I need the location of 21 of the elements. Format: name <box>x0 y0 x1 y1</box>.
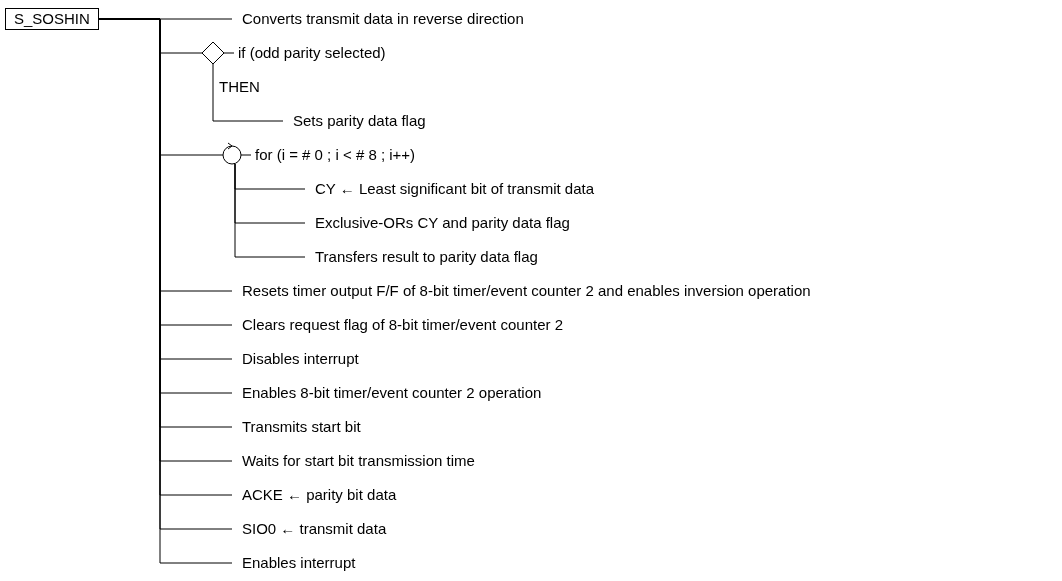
process-step-text: Transfers result to parity data flag <box>305 248 538 266</box>
process-step-text: Enables 8-bit timer/event counter 2 operation <box>232 384 542 402</box>
connector-line <box>234 163 306 258</box>
condition-text: for (i = # 0 ; i < # 8 ; i++) <box>255 146 416 164</box>
loop-circle <box>222 142 242 165</box>
process-step-text: Waits for start bit transmission time <box>232 452 475 470</box>
process-step-text: Disables interrupt <box>232 350 359 368</box>
decision-diamond <box>201 41 225 65</box>
process-step-text: ACKE ← parity bit data <box>232 486 397 504</box>
module-box: S_SOSHIN <box>5 8 99 30</box>
process-step-text: Enables interrupt <box>232 554 356 572</box>
process-step-text: Clears request flag of 8-bit timer/event counter 2 <box>232 316 563 334</box>
process-step-text: Resets timer output F/F of 8-bit timer/event counter 2 and enables inversion operation <box>232 282 811 300</box>
process-step-text: Converts transmit data in reverse direction <box>232 10 524 28</box>
condition-text: if (odd parity selected) <box>238 44 386 62</box>
process-step-text: Transmits start bit <box>232 418 361 436</box>
process-step-text: Exclusive-ORs CY and parity data flag <box>305 214 570 232</box>
process-step-text: SIO0 ← transmit data <box>232 520 387 538</box>
process-step-text: Sets parity data flag <box>283 112 426 130</box>
process-step-text: CY ← Least significant bit of transmit data <box>305 180 595 198</box>
connector-line <box>212 63 284 122</box>
